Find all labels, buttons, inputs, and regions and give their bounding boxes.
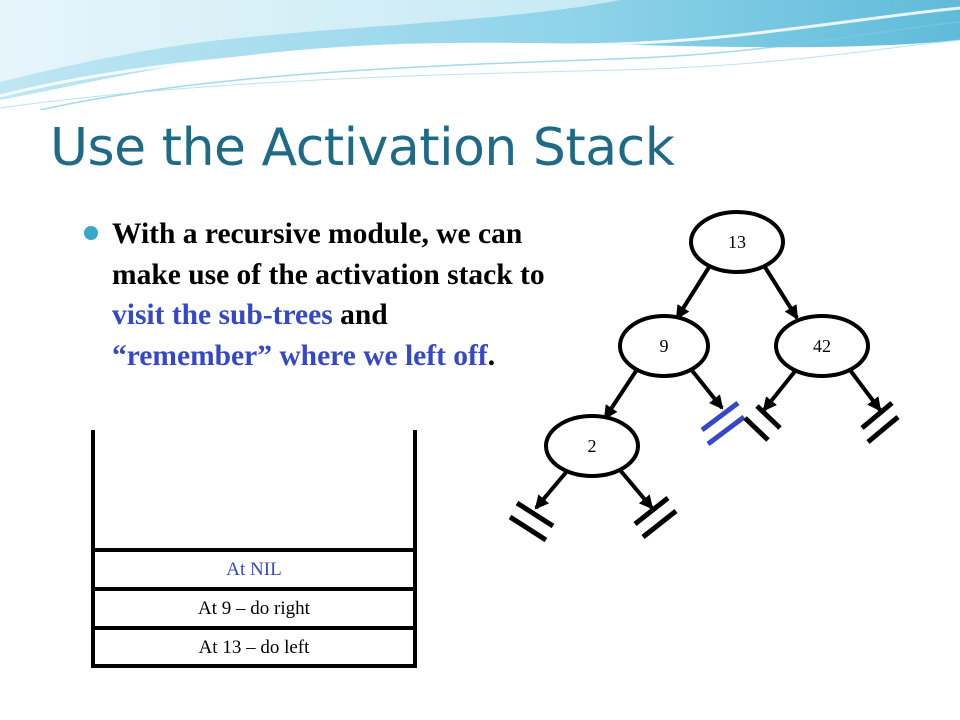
tree-edge-2-nil-right (618, 468, 654, 510)
bullet-text-part1: With a recursive module, we can make use… (112, 218, 545, 291)
bullet-highlight-remember: “remember” where we left off (112, 339, 488, 372)
tree-edge-42-nil-left (762, 368, 798, 412)
tree-node-2: 2 (544, 414, 640, 478)
bullet-text-end: . (487, 339, 496, 372)
nil-marker-9-right (700, 401, 746, 446)
tree-node-9-label: 9 (660, 336, 669, 356)
tree-node-42: 42 (774, 314, 870, 378)
tree-edge-9-nil (688, 366, 724, 410)
tree-node-9: 9 (618, 314, 710, 378)
stack-frame-13-do-left: At 13 – do left (198, 637, 310, 658)
bullet-highlight-visit-subtrees: visit the sub-trees (112, 299, 333, 331)
nil-marker-2-left (508, 500, 555, 543)
tree-node-13-label: 13 (728, 232, 746, 252)
tree-edge-13-9 (675, 262, 713, 320)
tree-edge-9-2 (603, 366, 640, 420)
bullet-icon (84, 226, 98, 240)
nil-marker-2-right (633, 496, 678, 539)
bullet-text: With a recursive module, we can make use… (112, 214, 550, 376)
tree-node-2-label: 2 (588, 436, 597, 456)
tree-edge-42-nil-right (848, 368, 882, 412)
slide-title: Use the Activation Stack (50, 118, 675, 178)
tree-node-13: 13 (689, 210, 785, 274)
stack-frame-9-do-right: At 9 – do right (198, 598, 310, 619)
tree-node-42-label: 42 (813, 336, 831, 356)
tree-edge-13-42 (761, 262, 799, 320)
nil-marker-42-left (743, 404, 782, 442)
bullet-text-part2: and (332, 299, 388, 331)
stack-frame-nil: At NIL (226, 559, 282, 580)
bullet-point: With a recursive module, we can make use… (80, 214, 550, 376)
nil-marker-42-right (860, 401, 900, 444)
header-wave-decoration (0, 0, 960, 110)
tree-edge-2-nil-left (534, 468, 570, 510)
